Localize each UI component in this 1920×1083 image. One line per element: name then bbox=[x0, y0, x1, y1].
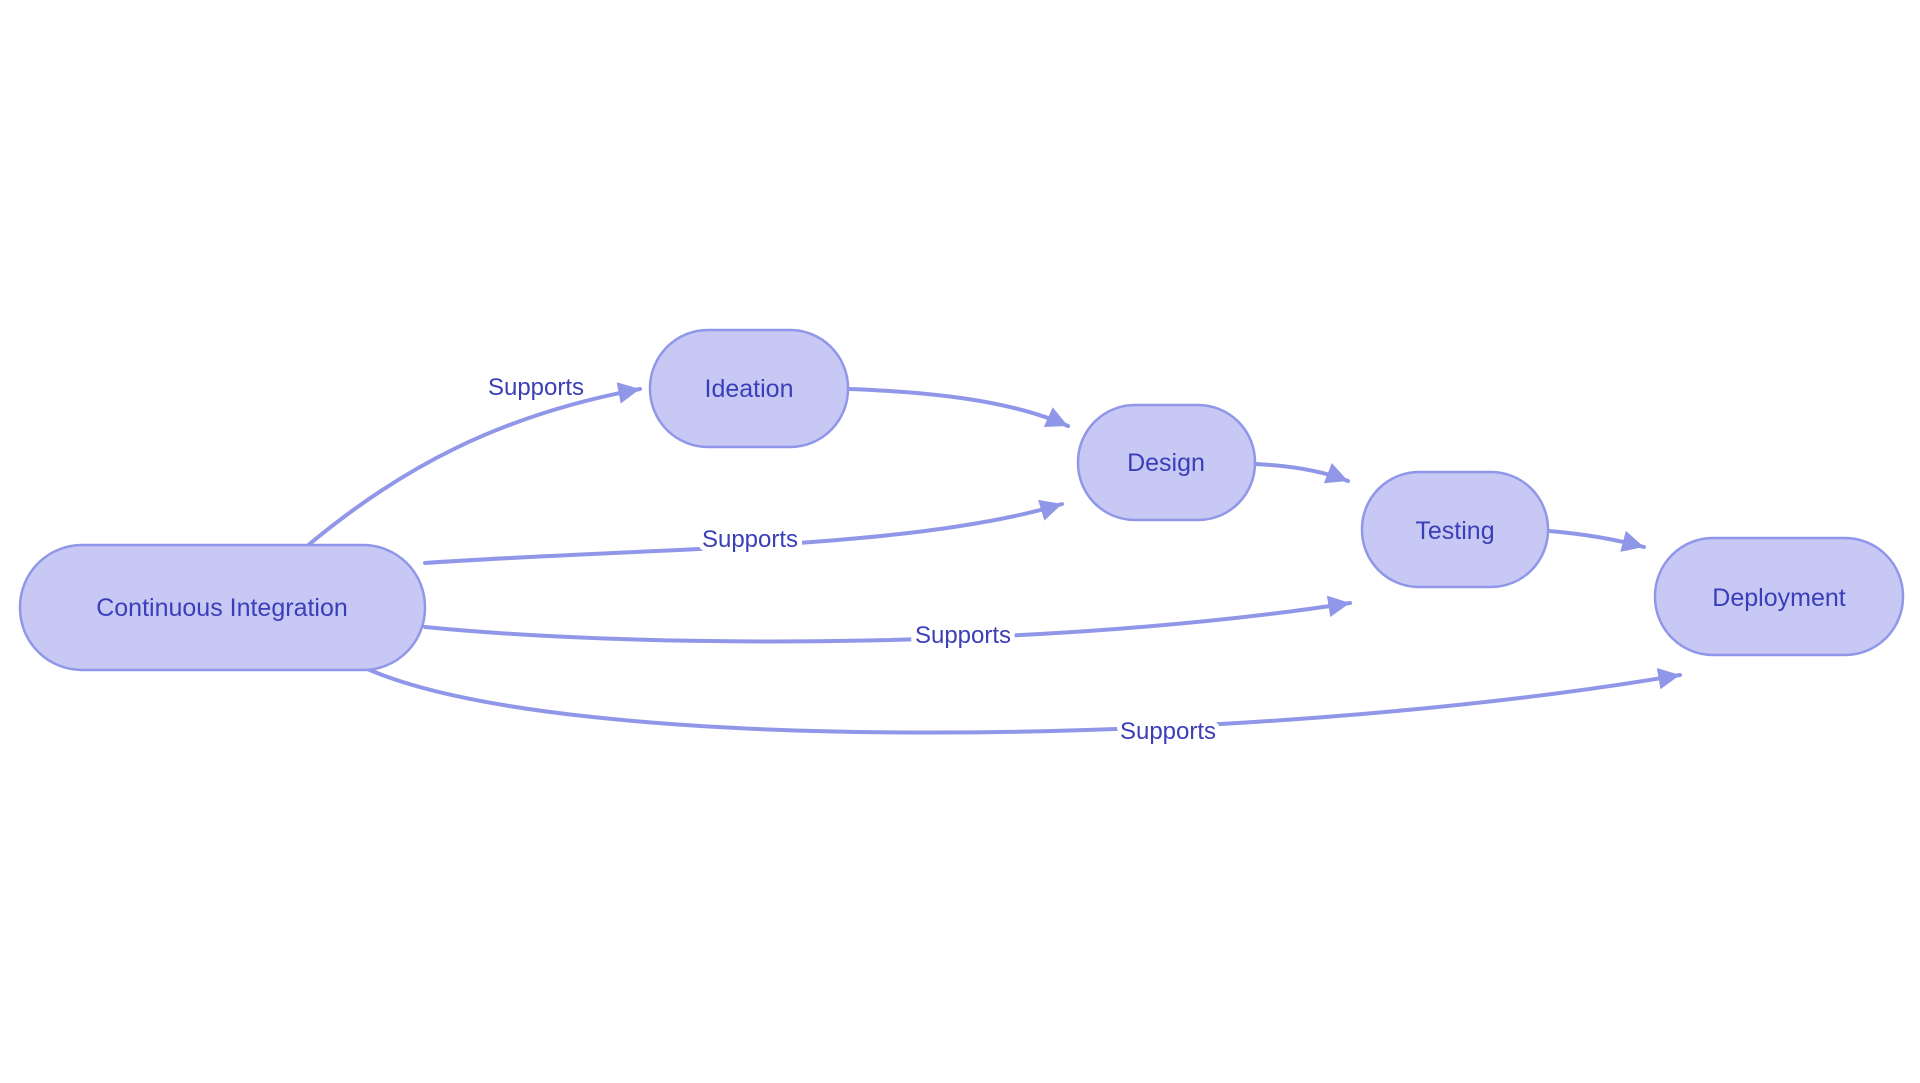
edge-label-supports-testing: Supports bbox=[915, 622, 1011, 649]
node-ideation-label: Ideation bbox=[705, 375, 794, 403]
node-design-label: Design bbox=[1127, 449, 1205, 477]
node-design[interactable]: Design bbox=[1076, 403, 1257, 522]
node-deployment-shape[interactable] bbox=[1653, 536, 1905, 657]
edge-ci-to-ideation bbox=[304, 382, 642, 549]
edge-design-to-testing bbox=[1254, 462, 1350, 484]
edge-ci-to-testing bbox=[423, 595, 1352, 644]
node-ideation[interactable]: Ideation bbox=[648, 328, 850, 449]
node-deployment-label: Deployment bbox=[1712, 584, 1845, 612]
edge-label-supports-deployment: Supports bbox=[1120, 718, 1216, 745]
edges-layer bbox=[304, 382, 1682, 735]
node-continuous-integration-label: Continuous Integration bbox=[96, 594, 348, 622]
node-deployment[interactable]: Deployment bbox=[1653, 536, 1905, 657]
edge-label-supports-ideation: Supports bbox=[488, 374, 584, 401]
node-continuous-integration[interactable]: Continuous Integration bbox=[18, 543, 427, 672]
edge-ci-to-design bbox=[423, 499, 1064, 565]
edge-ideation-to-design bbox=[847, 387, 1070, 428]
nodes-layer: Continuous Integration Ideation Design T… bbox=[18, 328, 1905, 672]
edge-ci-to-deployment bbox=[361, 665, 1682, 735]
node-continuous-integration-shape[interactable] bbox=[18, 543, 427, 672]
node-design-shape[interactable] bbox=[1076, 403, 1257, 522]
node-testing-label: Testing bbox=[1415, 517, 1494, 545]
node-testing-shape[interactable] bbox=[1360, 470, 1550, 589]
node-ideation-shape[interactable] bbox=[648, 328, 850, 449]
edge-label-supports-design: Supports bbox=[702, 526, 798, 553]
edge-labels-layer: Supports Supports Supports Supports bbox=[483, 369, 1221, 750]
node-testing[interactable]: Testing bbox=[1360, 470, 1550, 589]
edge-testing-to-deployment bbox=[1547, 529, 1646, 552]
